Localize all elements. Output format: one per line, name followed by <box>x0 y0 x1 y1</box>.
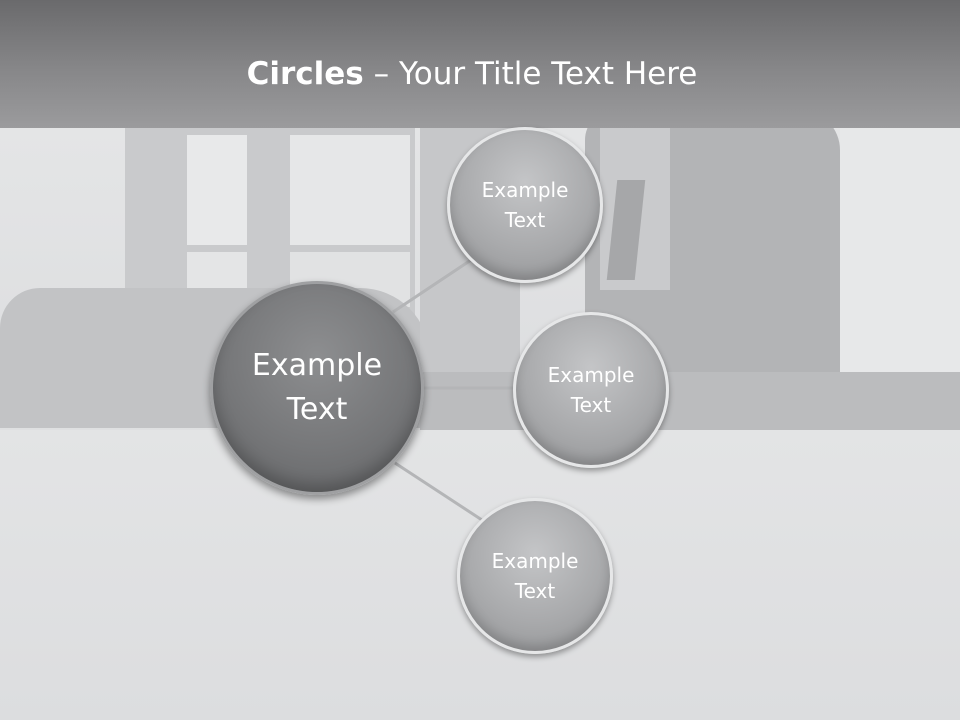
background-right-window <box>840 128 960 378</box>
title-rest: – Your Title Text Here <box>363 56 698 92</box>
center-circle-label: Example Text <box>251 348 383 427</box>
background-window-pane <box>187 135 247 245</box>
node-circle-label: Example Text <box>547 363 635 417</box>
node-circle-1[interactable]: Example Text <box>447 127 603 283</box>
title-bold: Circles <box>246 56 364 92</box>
background-desk <box>420 372 960 432</box>
node-circle-2[interactable]: Example Text <box>513 312 669 468</box>
connector-line-top <box>392 256 475 314</box>
connector-line-bottom <box>394 461 483 522</box>
node-circle-3[interactable]: Example Text <box>457 498 613 654</box>
slide-title: Circles – Your Title Text Here <box>0 56 944 92</box>
node-circle-label: Example Text <box>491 549 579 603</box>
center-circle[interactable]: Example Text <box>210 281 424 495</box>
background-window-pane <box>290 135 410 245</box>
node-circle-label: Example Text <box>481 178 569 232</box>
title-band <box>0 0 960 128</box>
